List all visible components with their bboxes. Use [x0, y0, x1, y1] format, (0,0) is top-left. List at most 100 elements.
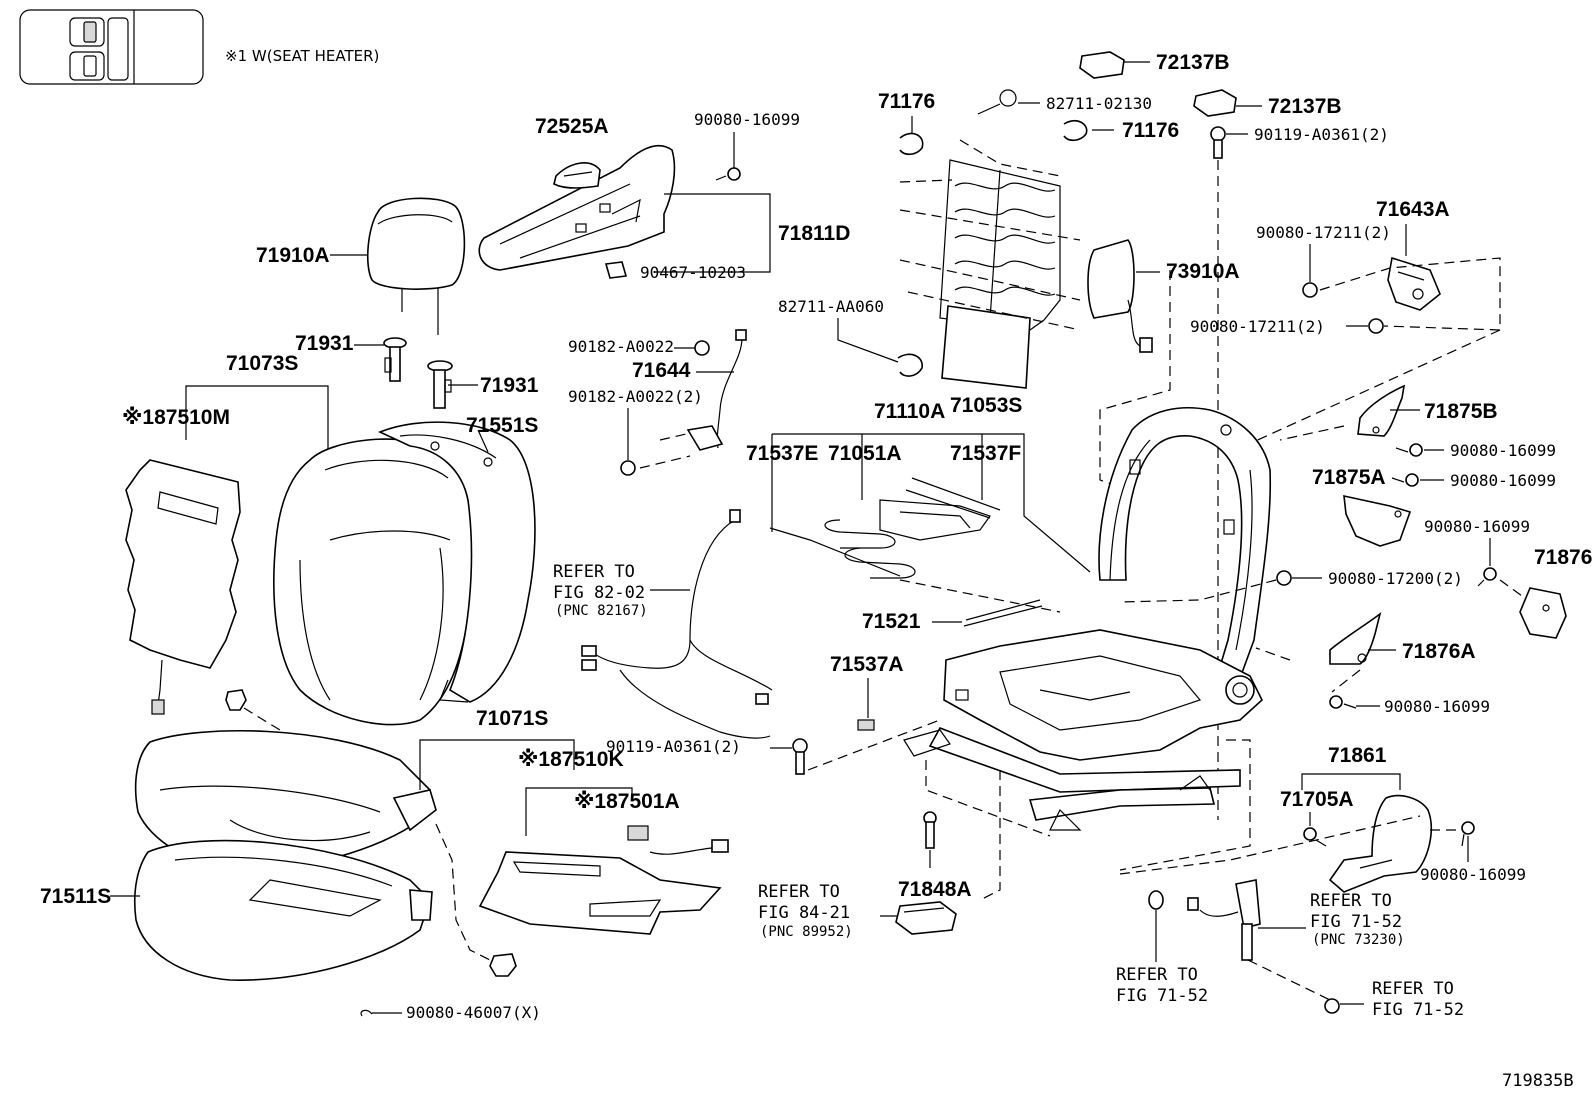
- cover-71875A: [1343, 494, 1412, 547]
- bolt-90119-mid: [792, 738, 808, 775]
- screw-c: [1391, 473, 1419, 487]
- label-71910A: 71910A: [256, 244, 330, 267]
- label-90467-10203: 90467-10203: [640, 263, 746, 282]
- label-73910A: 73910A: [1166, 260, 1240, 283]
- label-71876A: 71876A: [1402, 640, 1476, 663]
- cover-71876A: [1329, 612, 1382, 665]
- label-71537A: 71537A: [830, 653, 904, 676]
- ref-71-52-pnc-line1: REFER TO: [1310, 891, 1392, 911]
- screw-e: [1329, 695, 1357, 709]
- ref-71-52-pnc-line3: (PNC 73230): [1312, 932, 1405, 948]
- recliner-lever-71643A: [1387, 256, 1441, 311]
- label-71644: 71644: [632, 359, 691, 382]
- nut-90080-17211-b: [1368, 318, 1384, 334]
- pad-71537A: [857, 719, 875, 731]
- label-90080-16099-c: 90080-16099: [1450, 471, 1556, 490]
- seat-cushion-frame: [943, 629, 1263, 761]
- label-71051A: 71051A: [828, 442, 902, 465]
- label-71176-b: 71176: [1122, 119, 1179, 142]
- label-71861: 71861: [1328, 744, 1387, 767]
- ref-71-52-pnc-line2: FIG 71-52: [1310, 912, 1402, 932]
- label-82711-02130: 82711-02130: [1046, 94, 1152, 113]
- legend: ※1 W(SEAT HEATER): [19, 9, 379, 85]
- cover-71875B: [1357, 384, 1406, 437]
- screw-d: [1477, 567, 1497, 587]
- cover-71876: [1519, 587, 1567, 639]
- ref-82-02-line3: (PNC 82167): [555, 603, 648, 619]
- ref-82-02-line1: REFER TO: [553, 562, 635, 582]
- ref-84-21-line2: FIG 84-21: [758, 903, 850, 923]
- clip-90467: [604, 261, 628, 279]
- bolt-90119-top: [1210, 126, 1226, 159]
- label-90080-16099-b: 90080-16099: [1450, 441, 1556, 460]
- nut-90182-a: [694, 340, 710, 356]
- bolt-buckle: [1324, 998, 1340, 1014]
- screw-f: [1303, 827, 1327, 847]
- ref-71-52-b-line2: FIG 71-52: [1372, 1000, 1464, 1020]
- label-72137B-a: 72137B: [1156, 51, 1230, 74]
- ref-71-52-a-line2: FIG 71-52: [1116, 986, 1208, 1006]
- occupant-sensor-ecu: [895, 901, 957, 935]
- label-90080-17211-2-a: 90080-17211(2): [1256, 223, 1391, 242]
- seat-cushion-pad: [133, 839, 433, 981]
- seat-heater-switch-icon: [69, 17, 129, 81]
- seatback-frame: [1098, 407, 1272, 701]
- ref-71-52-a-line1: REFER TO: [1116, 965, 1198, 985]
- nut-90080-17200: [1276, 570, 1292, 586]
- ref-84-21-line3: (PNC 89952): [760, 924, 853, 940]
- trim-72137B-a: [1079, 51, 1125, 79]
- label-90080-17200-2: 90080-17200(2): [1328, 569, 1463, 588]
- screw-a: [715, 167, 741, 181]
- harness-71644: [686, 329, 747, 451]
- seat-adjuster-rails: [903, 727, 1241, 831]
- label-71705A: 71705A: [1280, 788, 1354, 811]
- label-72137B-b: 72137B: [1268, 95, 1342, 118]
- seat-belt-buckle: [1187, 879, 1261, 961]
- label-87510M: ※187510M: [122, 406, 230, 429]
- label-71071S: 71071S: [476, 707, 548, 730]
- nut-90080-17211-a: [1302, 282, 1318, 298]
- label-90080-16099-f: 90080-16099: [1420, 865, 1526, 884]
- clip-71176-b: [1063, 119, 1088, 142]
- label-90119-A0361-2-mid: 90119-A0361(2): [606, 737, 741, 756]
- label-90119-A0361-2-top: 90119-A0361(2): [1254, 125, 1389, 144]
- label-87501A: ※187501A: [574, 790, 680, 813]
- label-71876: 71876: [1534, 546, 1592, 569]
- side-airbag-73910A: [1087, 239, 1153, 353]
- seatback-heater-mat: [125, 459, 241, 715]
- label-90080-16099-e: 90080-16099: [1384, 697, 1490, 716]
- label-90080-16099-a: 90080-16099: [694, 110, 800, 129]
- label-71511S: 71511S: [40, 885, 111, 908]
- ref-84-21-line1: REFER TO: [758, 882, 840, 902]
- headrest-support-right: [427, 360, 453, 409]
- label-71521: 71521: [862, 610, 921, 633]
- seat-cushion-heater-mat: [478, 851, 722, 935]
- label-71551S: 71551S: [466, 414, 538, 437]
- wire-82711-02130: [977, 89, 1017, 115]
- heater-connector: [627, 825, 729, 855]
- clip-lower: [489, 953, 517, 977]
- ref-71-52-b-line1: REFER TO: [1372, 979, 1454, 999]
- screw-b: [1395, 443, 1423, 457]
- label-71537F: 71537F: [950, 442, 1021, 465]
- recliner-cover: [478, 144, 676, 271]
- seatback-pad: [377, 421, 536, 703]
- washer-left: [1148, 890, 1164, 910]
- label-90080-46007: 90080-46007(X): [406, 1003, 541, 1022]
- label-72525A: 72525A: [535, 115, 609, 138]
- label-71537E: 71537E: [746, 442, 818, 465]
- label-71073S: 71073S: [226, 352, 298, 375]
- label-87510K: ※187510K: [518, 748, 624, 771]
- label-90182-A0022-2: 90182-A0022(2): [568, 387, 703, 406]
- label-71875A: 71875A: [1312, 466, 1386, 489]
- headrest: [366, 197, 466, 335]
- headrest-support-left: [383, 337, 407, 382]
- clip-upper: [225, 689, 247, 711]
- wire-harness-82167: [581, 509, 773, 739]
- label-90182-A0022: 90182-A0022: [568, 337, 674, 356]
- ref-82-02-line2: FIG 82-02: [553, 583, 645, 603]
- label-71643A: 71643A: [1376, 198, 1450, 221]
- cover-ornament: [553, 162, 601, 189]
- bolt-71848A: [923, 811, 937, 849]
